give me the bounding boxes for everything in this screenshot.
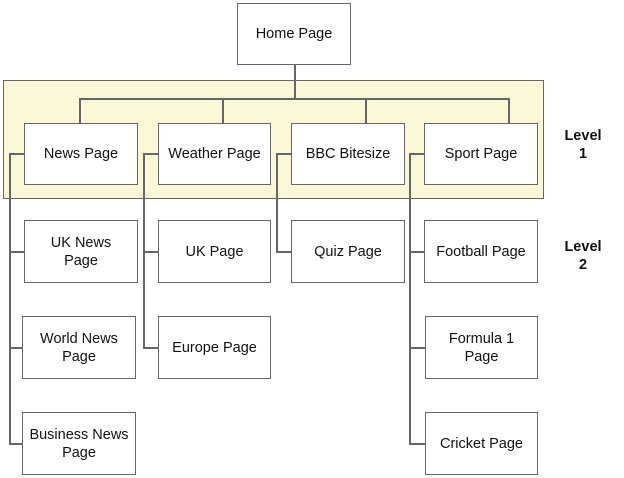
connector-bitesize-trunk — [276, 153, 278, 252]
node-label: Weather Page — [168, 146, 261, 162]
connector-bitesize — [365, 98, 367, 123]
connector-uk-page — [143, 251, 158, 253]
connector-weather — [222, 98, 224, 123]
level-2-label-line1: Level — [564, 239, 602, 255]
level-2-label-line2: 2 — [578, 257, 588, 273]
node-label: Europe Page — [172, 339, 257, 356]
connector-news-trunk — [9, 153, 11, 444]
node-uk-news-page: UK News Page — [24, 220, 138, 283]
connector-bitesize-stub — [276, 153, 291, 155]
connector-uk-news — [9, 251, 24, 253]
level-1-label-line1: Level — [564, 128, 602, 144]
connector-news — [79, 98, 81, 123]
connector-football — [409, 251, 424, 253]
node-label: News Page — [43, 146, 119, 162]
connector-sport — [508, 98, 510, 123]
node-uk-page: UK Page — [158, 220, 271, 283]
connector-root — [294, 64, 296, 98]
node-label: BBC Bitesize — [305, 146, 391, 162]
connector-level1-bus — [79, 98, 509, 100]
node-label: UK News Page — [50, 234, 112, 269]
node-business-news-page: Business News Page — [22, 412, 136, 475]
node-label: UK Page — [185, 243, 244, 260]
level-1-label: Level 1 — [558, 127, 608, 163]
node-label: World News Page — [40, 330, 118, 365]
connector-europe-page — [143, 347, 158, 349]
node-label: Formula 1 Page — [448, 330, 515, 365]
connector-weather-trunk — [143, 153, 145, 348]
connector-weather-stub — [143, 153, 158, 155]
node-label: Sport Page — [444, 146, 518, 162]
connector-formula1 — [409, 347, 425, 349]
node-label: Football Page — [436, 243, 526, 260]
node-bbc-bitesize: BBC Bitesize — [291, 123, 405, 185]
node-label: Quiz Page — [314, 243, 382, 260]
node-football-page: Football Page — [424, 220, 538, 283]
connector-cricket — [409, 443, 425, 445]
level-1-label-line2: 1 — [578, 146, 588, 162]
node-sport-page: Sport Page — [424, 123, 538, 185]
connector-sport-trunk — [409, 153, 411, 444]
connector-world-news — [9, 347, 22, 349]
node-weather-page: Weather Page — [158, 123, 271, 185]
connector-business-news — [9, 443, 22, 445]
node-world-news-page: World News Page — [22, 316, 136, 379]
connector-news-stub — [9, 153, 24, 155]
node-label: Home Page — [255, 26, 333, 42]
node-label: Business News Page — [29, 426, 129, 461]
node-home-page: Home Page — [237, 3, 351, 65]
node-europe-page: Europe Page — [158, 316, 271, 379]
node-cricket-page: Cricket Page — [425, 412, 538, 475]
node-formula1-page: Formula 1 Page — [425, 316, 538, 379]
node-label: Cricket Page — [439, 435, 523, 452]
level-2-label: Level 2 — [558, 238, 608, 274]
node-news-page: News Page — [24, 123, 138, 185]
connector-sport-stub — [409, 153, 424, 155]
node-quiz-page: Quiz Page — [291, 220, 405, 283]
connector-quiz-page — [276, 251, 291, 253]
